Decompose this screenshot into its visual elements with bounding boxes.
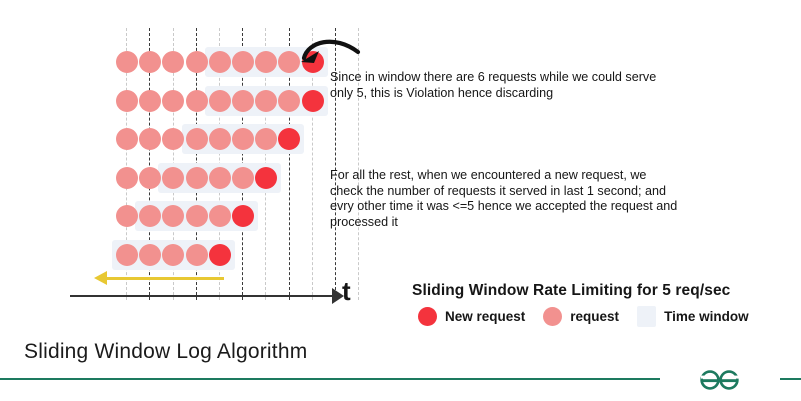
- gridline: [288, 28, 290, 300]
- request-dot: [116, 51, 138, 73]
- request-dot: [162, 128, 185, 151]
- request-row: [0, 238, 400, 272]
- legend-item: Time window: [637, 306, 749, 327]
- request-dot: [185, 205, 208, 228]
- footer-divider: [0, 378, 801, 380]
- gridline: [149, 28, 151, 300]
- gridline: [126, 28, 128, 300]
- request-dot: [162, 244, 185, 266]
- window-span-arrow-head: [94, 271, 107, 285]
- request-row: [0, 199, 400, 233]
- request-dot: [185, 128, 208, 151]
- request-dot: [208, 51, 231, 73]
- request-dot: [116, 166, 138, 189]
- request-dot: [208, 128, 231, 151]
- time-axis-label: t: [342, 276, 351, 306]
- request-row: [0, 161, 400, 195]
- request-row: [0, 122, 400, 156]
- request-dot: [232, 166, 254, 189]
- request-dot: [278, 51, 301, 73]
- request-dot: [185, 89, 208, 112]
- legend-item: New request: [418, 307, 525, 326]
- request-dot: [162, 51, 185, 73]
- legend-item: request: [543, 307, 619, 326]
- new-request-dot: [301, 89, 324, 112]
- new-request-dot: [255, 166, 278, 189]
- request-row: [0, 45, 400, 79]
- request-dot: [139, 244, 162, 266]
- legend: New request request Time window: [418, 306, 749, 327]
- request-dot: [208, 205, 231, 228]
- request-dot: [139, 166, 162, 189]
- request-dot: [185, 51, 208, 73]
- request-dot: [278, 89, 301, 112]
- new-request-dot: [232, 205, 254, 228]
- request-dot: [162, 166, 185, 189]
- request-dot: [232, 89, 254, 112]
- request-dot: [208, 166, 231, 189]
- legend-heading: Sliding Window Rate Limiting for 5 req/s…: [412, 282, 731, 299]
- request-dot: [116, 89, 138, 112]
- gridline: [311, 28, 313, 300]
- request-dot: [255, 89, 278, 112]
- request-dot: [232, 51, 254, 73]
- accepted-note: For all the rest, when we encountered a …: [330, 168, 678, 229]
- time-axis-arrow-icon: [332, 288, 344, 304]
- new-request-dot: [278, 128, 301, 151]
- legend-swatch: [418, 307, 437, 326]
- page-title: Sliding Window Log Algorithm: [24, 340, 308, 363]
- sliding-window-diagram: t: [0, 0, 400, 330]
- request-dot: [185, 244, 208, 266]
- legend-swatch: [637, 306, 657, 327]
- gfg-mark-icon: [700, 370, 739, 390]
- request-dot: [116, 244, 138, 266]
- request-dot: [139, 128, 162, 151]
- request-dot: [162, 205, 185, 228]
- request-dot: [139, 205, 162, 228]
- legend-label: New request: [445, 309, 526, 324]
- request-dot: [232, 128, 254, 151]
- request-dot: [185, 166, 208, 189]
- window-span-arrow-line: [105, 277, 224, 280]
- request-dot: [116, 205, 138, 228]
- request-dot: [139, 89, 162, 112]
- request-dot: [208, 89, 231, 112]
- gridline: [335, 28, 336, 300]
- legend-label: request: [570, 309, 620, 324]
- request-dot: [139, 51, 162, 73]
- legend-label: Time window: [664, 309, 749, 324]
- callout-curved-arrow-icon: [301, 39, 361, 63]
- gridline: [358, 28, 360, 300]
- request-row: [0, 84, 400, 118]
- violation-note: Since in window there are 6 requests whi…: [330, 70, 657, 100]
- request-dot: [162, 89, 185, 112]
- request-dot: [255, 128, 278, 151]
- request-dot: [255, 51, 278, 73]
- geeksforgeeks-logo: [660, 363, 780, 397]
- new-request-dot: [208, 244, 231, 266]
- legend-swatch: [543, 307, 563, 326]
- request-dot: [116, 128, 138, 151]
- time-axis-line: [70, 295, 338, 297]
